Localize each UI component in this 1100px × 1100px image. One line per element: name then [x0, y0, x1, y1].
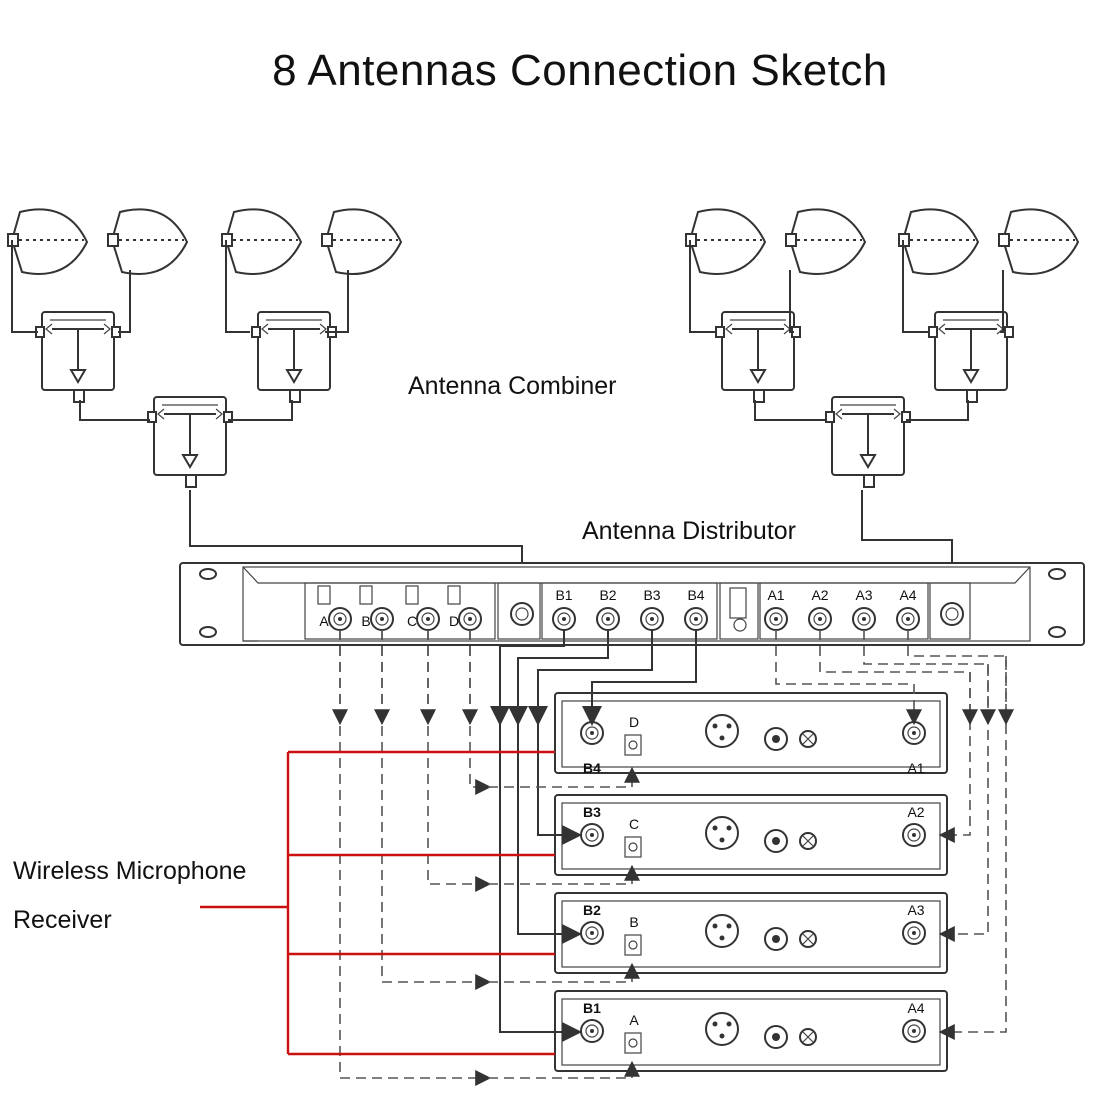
- power-switch-icon: [359, 585, 373, 605]
- paddle-antenna-icon: [321, 208, 403, 275]
- combiner-box: [35, 311, 121, 403]
- distributor-port-label: B1: [555, 587, 572, 603]
- wireless-receivers: B4 A1 D B3 A2C B2 A3B B1 A4A: [554, 692, 948, 1072]
- receiver-unit: B2 A3B: [554, 892, 948, 974]
- receiver-antenna-a-port: [902, 1019, 926, 1043]
- power-switch-icon: [405, 585, 419, 605]
- combiner-box: [825, 396, 911, 488]
- receiver-bracket: [200, 750, 555, 1056]
- combiner-box: [251, 311, 337, 403]
- receiver-channel-label: B: [629, 914, 638, 930]
- power-port-label: B: [361, 613, 370, 629]
- power-jack-icon: [624, 836, 642, 858]
- line-out-jack-icon: [764, 1025, 788, 1049]
- antenna-combiners: [35, 311, 1014, 488]
- xlr-output-icon: [705, 816, 739, 850]
- volume-knob-icon: [799, 832, 817, 850]
- receiver-a-label: A3: [907, 902, 924, 918]
- antenna-combiner-label: Antenna Combiner: [408, 372, 617, 400]
- power-port-label: D: [449, 613, 459, 629]
- power-port-label: A: [319, 613, 329, 629]
- volume-knob-icon: [799, 730, 817, 748]
- receiver-b-label: B4: [583, 760, 601, 776]
- receiver-unit: B4 A1 D: [554, 692, 948, 776]
- power-switch-icon: [317, 585, 331, 605]
- distributor-port-label: A2: [811, 587, 828, 603]
- antenna-distributor-label: Antenna Distributor: [582, 517, 797, 545]
- receiver-antenna-a-port: [902, 823, 926, 847]
- combiner-box: [147, 396, 233, 488]
- paddle-antenna-icon: [107, 208, 189, 275]
- group-b-signal-lines: [490, 630, 697, 1042]
- paddle-antennas: [7, 208, 1080, 275]
- receiver-a-label: A4: [907, 1000, 924, 1016]
- antenna-distributor-unit: A B C D B1 B2 B3 B4 A1 A2 A3 A4: [179, 562, 1085, 646]
- power-port-label: C: [407, 613, 417, 629]
- receiver-label-line2: Receiver: [13, 906, 112, 934]
- power-switch-icon: [447, 585, 461, 605]
- antenna-cables: [11, 240, 1004, 610]
- paddle-antenna-icon: [7, 208, 89, 275]
- volume-knob-icon: [799, 1028, 817, 1046]
- receiver-a-label: A2: [907, 804, 924, 820]
- receiver-b-label: B1: [583, 1000, 601, 1016]
- line-out-jack-icon: [764, 829, 788, 853]
- xlr-output-icon: [705, 714, 739, 748]
- receiver-label-line1: Wireless Microphone: [13, 857, 247, 885]
- volume-knob-icon: [799, 930, 817, 948]
- distributor-port-label: B3: [643, 587, 660, 603]
- receiver-channel-label: D: [629, 714, 639, 730]
- paddle-antenna-icon: [898, 208, 980, 275]
- distributor-port-label: B4: [687, 587, 704, 603]
- paddle-antenna-icon: [221, 208, 303, 275]
- line-out-jack-icon: [764, 927, 788, 951]
- combiner-box: [715, 311, 801, 403]
- receiver-unit: B1 A4A: [554, 990, 948, 1072]
- receiver-b-label: B2: [583, 902, 601, 918]
- group-a-and-power-lines: [332, 630, 1014, 1086]
- receiver-b-label: B3: [583, 804, 601, 820]
- receiver-a-label: A1: [907, 760, 924, 776]
- xlr-output-icon: [705, 1012, 739, 1046]
- receiver-channel-label: A: [629, 1012, 639, 1028]
- xlr-output-icon: [705, 914, 739, 948]
- distributor-port-label: A3: [855, 587, 872, 603]
- power-jack-icon: [624, 934, 642, 956]
- line-out-jack-icon: [764, 727, 788, 751]
- power-jack-icon: [624, 734, 642, 756]
- distributor-port-label: A4: [899, 587, 916, 603]
- diagram-title: 8 Antennas Connection Sketch: [272, 46, 888, 95]
- power-jack-icon: [624, 1032, 642, 1054]
- power-output-ports: A B C D: [317, 585, 482, 631]
- receiver-antenna-a-port: [902, 921, 926, 945]
- paddle-antenna-icon: [785, 208, 867, 275]
- combiner-box: [928, 311, 1014, 403]
- distributor-port-label: B2: [599, 587, 616, 603]
- receiver-channel-label: C: [629, 816, 639, 832]
- paddle-antenna-icon: [685, 208, 767, 275]
- receiver-unit: B3 A2C: [554, 794, 948, 876]
- paddle-antenna-icon: [998, 208, 1080, 275]
- distributor-port-label: A1: [767, 587, 784, 603]
